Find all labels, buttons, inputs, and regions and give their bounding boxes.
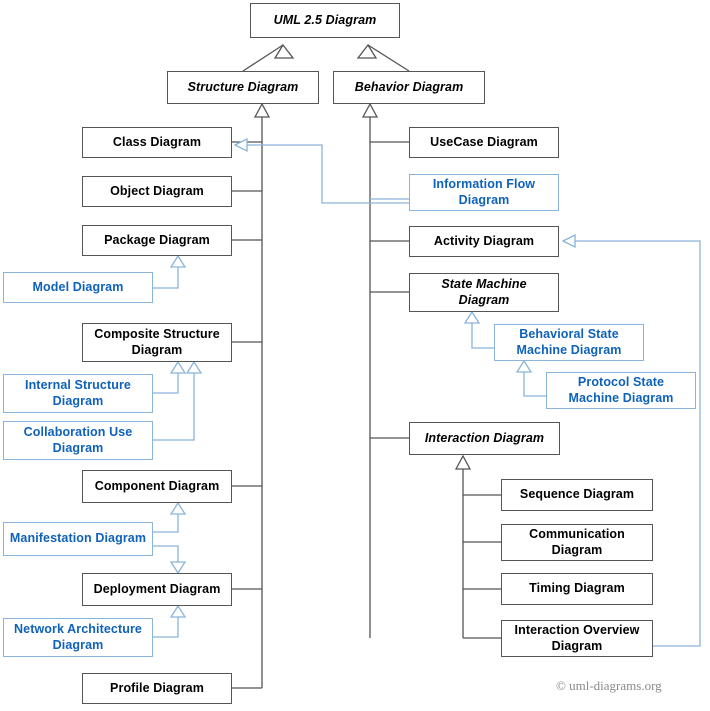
node-information-flow-diagram[interactable]: Information Flow Diagram: [409, 174, 559, 211]
node-interaction-overview-diagram[interactable]: Interaction Overview Diagram: [501, 620, 653, 657]
node-interaction-diagram[interactable]: Interaction Diagram: [409, 422, 560, 455]
node-label: Structure Diagram: [187, 79, 299, 94]
node-label: Class Diagram: [112, 134, 202, 149]
node-label: UML 2.5 Diagram: [273, 12, 377, 27]
copyright-notice: © uml-diagrams.org: [556, 678, 662, 693]
node-label: Profile Diagram: [110, 680, 204, 695]
node-label: Manifestation Diagram: [9, 531, 147, 546]
arrow-model-to-package: [169, 254, 187, 268]
node-label: Timing Diagram: [529, 581, 625, 596]
node-internal-structure-diagram[interactable]: Internal Structure Diagram: [3, 374, 153, 413]
arrow-network-to-deployment: [169, 604, 187, 618]
node-label: Object Diagram: [110, 183, 204, 198]
node-label: Interaction Diagram: [424, 430, 545, 445]
arrow-overview-to-activity: [561, 233, 576, 249]
node-label: State Machine Diagram: [441, 277, 527, 307]
arrow-manifestation-to-deployment: [169, 561, 187, 575]
node-label: Sequence Diagram: [519, 487, 635, 502]
edge-manifestation-to-deployment: [153, 545, 179, 563]
arrow-behavioralsm-to-sm: [463, 310, 481, 324]
edge-collaboration-to-composite: [153, 372, 195, 441]
node-label: Behavioral State Machine Diagram: [516, 327, 622, 357]
node-label: UseCase Diagram: [430, 134, 538, 149]
edge-behavioralsm-to-sm: [471, 322, 494, 349]
node-label: Collaboration Use Diagram: [23, 425, 133, 455]
node-label: Communication Diagram: [529, 527, 625, 557]
arrow-structure-to-root: [273, 43, 295, 59]
arrow-manifestation-to-component: [169, 501, 187, 515]
edge-structure-to-root: [242, 44, 284, 72]
node-package-diagram[interactable]: Package Diagram: [82, 225, 232, 256]
node-uml-diagram[interactable]: UML 2.5 Diagram: [250, 3, 400, 38]
node-label: Network Architecture Diagram: [14, 622, 142, 652]
arrow-behavior-to-root: [356, 43, 378, 59]
node-label: Behavior Diagram: [354, 79, 464, 94]
edge-behavior-to-root: [367, 44, 410, 72]
node-label: Interaction Overview Diagram: [514, 623, 640, 653]
node-label: Composite Structure Diagram: [94, 327, 220, 357]
node-collaboration-use-diagram[interactable]: Collaboration Use Diagram: [3, 421, 153, 460]
edge-network-to-deployment: [153, 616, 179, 638]
node-composite-structure-diagram[interactable]: Composite Structure Diagram: [82, 323, 232, 362]
edge-model-to-package: [153, 266, 179, 289]
node-component-diagram[interactable]: Component Diagram: [82, 470, 232, 503]
node-label: Protocol State Machine Diagram: [568, 375, 674, 405]
arrow-collaboration-to-composite: [185, 360, 203, 374]
arrow-behavior-children: [361, 102, 379, 118]
node-usecase-diagram[interactable]: UseCase Diagram: [409, 127, 559, 158]
node-label: Component Diagram: [94, 478, 220, 493]
node-profile-diagram[interactable]: Profile Diagram: [82, 673, 232, 704]
node-class-diagram[interactable]: Class Diagram: [82, 127, 232, 158]
node-communication-diagram[interactable]: Communication Diagram: [501, 524, 653, 561]
node-state-machine-diagram[interactable]: State Machine Diagram: [409, 273, 559, 312]
node-label: Information Flow Diagram: [432, 177, 536, 207]
node-activity-diagram[interactable]: Activity Diagram: [409, 226, 559, 257]
arrow-protocolsm-to-behavioralsm: [515, 359, 533, 373]
edge-protocolsm-to-behavioralsm: [523, 371, 546, 397]
node-network-architecture-diagram[interactable]: Network Architecture Diagram: [3, 618, 153, 657]
edge-manifestation-to-component: [153, 513, 179, 533]
node-structure-diagram[interactable]: Structure Diagram: [167, 71, 319, 104]
edge-infoflow-to-class: [245, 144, 409, 204]
node-protocol-state-machine-diagram[interactable]: Protocol State Machine Diagram: [546, 372, 696, 409]
node-label: Deployment Diagram: [93, 581, 221, 596]
node-model-diagram[interactable]: Model Diagram: [3, 272, 153, 303]
node-deployment-diagram[interactable]: Deployment Diagram: [82, 573, 232, 606]
node-manifestation-diagram[interactable]: Manifestation Diagram: [3, 522, 153, 556]
node-sequence-diagram[interactable]: Sequence Diagram: [501, 479, 653, 511]
edge-internal-to-composite: [153, 372, 179, 394]
arrow-internal-to-composite: [169, 360, 187, 374]
node-label: Model Diagram: [32, 279, 124, 294]
node-label: Internal Structure Diagram: [25, 378, 131, 408]
node-label: Package Diagram: [104, 232, 210, 247]
node-behavior-diagram[interactable]: Behavior Diagram: [333, 71, 485, 104]
node-timing-diagram[interactable]: Timing Diagram: [501, 573, 653, 605]
node-object-diagram[interactable]: Object Diagram: [82, 176, 232, 207]
arrow-infoflow-to-class: [233, 137, 248, 153]
arrow-struct-children: [253, 102, 271, 118]
node-label: Activity Diagram: [433, 233, 535, 248]
node-behavioral-state-machine-diagram[interactable]: Behavioral State Machine Diagram: [494, 324, 644, 361]
arrow-interaction-children: [454, 454, 472, 470]
